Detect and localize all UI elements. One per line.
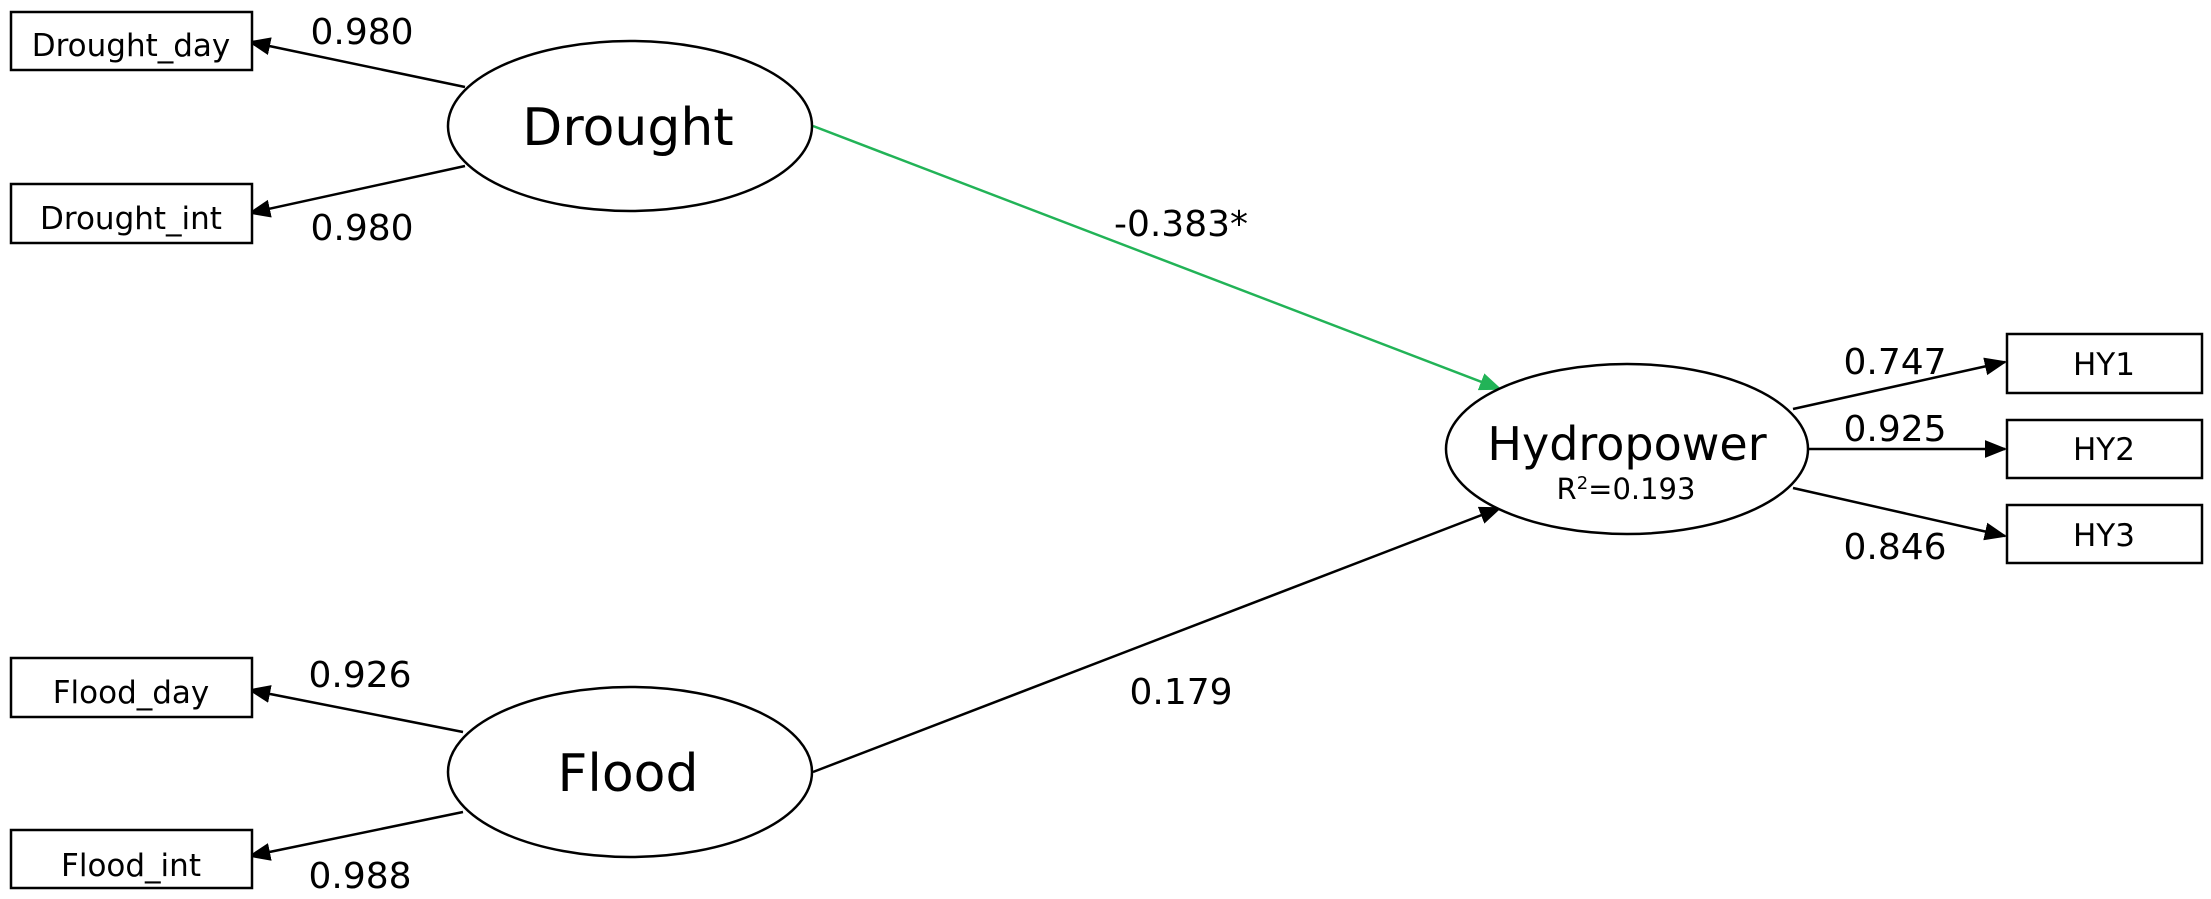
indicator-hy1-label: HY1	[2073, 347, 2135, 383]
flood-day-loading-arrow	[247, 685, 464, 734]
loading-flood-int: 0.988	[308, 856, 411, 897]
latent-flood: Flood	[446, 685, 814, 859]
indicator-hy2-label: HY2	[2073, 432, 2135, 468]
path-coef-drought-hydropower: -0.383*	[1114, 204, 1248, 245]
indicator-flood-day-label: Flood_day	[53, 675, 210, 711]
path-coef-flood-hydropower: 0.179	[1129, 672, 1232, 713]
drought-to-hydropower-path	[812, 124, 1503, 391]
latent-drought-label: Drought	[522, 98, 733, 158]
hy3-loading-arrow	[1792, 486, 2008, 541]
indicator-hy2: HY2	[2005, 418, 2204, 480]
indicator-hy3-label: HY3	[2073, 518, 2135, 554]
loading-hy2: 0.925	[1843, 409, 1946, 450]
indicator-drought-day: Drought_day	[9, 10, 254, 72]
latent-drought: Drought	[446, 39, 814, 213]
loading-drought-day: 0.980	[310, 12, 413, 53]
indicator-flood-int-label: Flood_int	[61, 848, 201, 884]
latent-hydropower-label: Hydropower	[1487, 417, 1766, 471]
indicator-flood-day: Flood_day	[9, 656, 254, 719]
indicator-drought-int-label: Drought_int	[40, 201, 222, 237]
latent-hydropower: Hydropower R2=0.193	[1444, 362, 1810, 536]
hydropower-r-squared: R2=0.193	[1557, 472, 1696, 506]
latent-flood-label: Flood	[558, 744, 699, 804]
indicator-drought-int: Drought_int	[9, 182, 254, 245]
indicator-flood-int: Flood_int	[9, 828, 254, 890]
loading-hy3: 0.846	[1843, 527, 1946, 568]
drought-day-loading-arrow	[247, 37, 466, 89]
flood-to-hydropower-path	[812, 506, 1503, 774]
indicator-hy3: HY3	[2005, 503, 2204, 565]
hy1-loading-arrow	[1792, 357, 2008, 411]
indicator-hy1: HY1	[2005, 332, 2204, 395]
flood-int-loading-arrow	[247, 810, 464, 861]
loading-flood-day: 0.926	[308, 655, 411, 696]
loading-drought-int: 0.980	[310, 208, 413, 249]
loading-hy1: 0.747	[1843, 342, 1946, 383]
drought-int-loading-arrow	[247, 164, 466, 218]
indicator-drought-day-label: Drought_day	[32, 28, 231, 64]
